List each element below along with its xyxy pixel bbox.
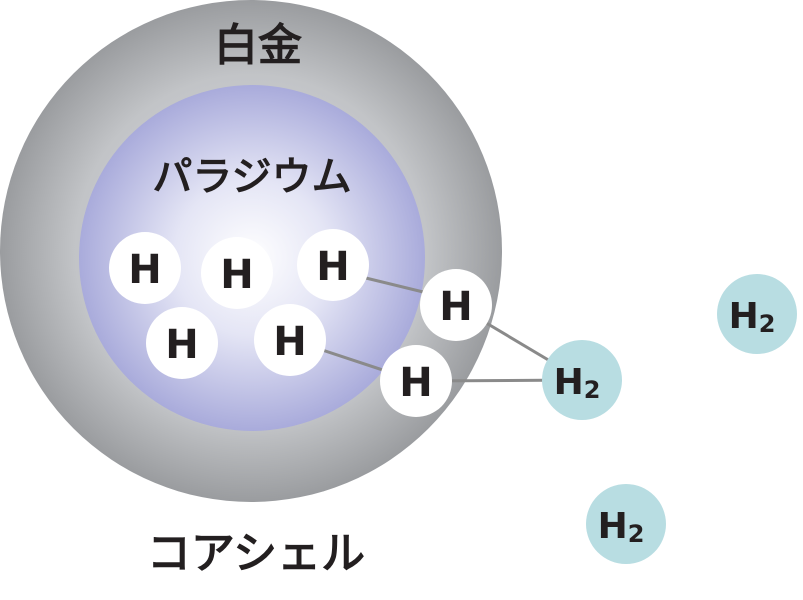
hydrogen-molecule: H2 xyxy=(717,274,797,354)
svg-text:H: H xyxy=(399,360,432,406)
hydrogen-atom: H xyxy=(146,307,218,379)
svg-text:H2: H2 xyxy=(598,506,645,548)
svg-text:H: H xyxy=(128,247,161,293)
svg-text:H: H xyxy=(165,322,198,368)
hydrogen-molecule: H2 xyxy=(586,484,666,564)
svg-text:H2: H2 xyxy=(554,362,601,404)
label-palladium: パラジウム xyxy=(152,154,351,200)
svg-text:H: H xyxy=(220,252,253,298)
hydrogen-atom: H xyxy=(297,229,369,301)
svg-text:H2: H2 xyxy=(729,296,776,338)
hydrogen-atom: H xyxy=(201,237,273,309)
hydrogen-atom: H xyxy=(420,269,492,341)
hydrogen-molecule: H2 xyxy=(542,340,622,420)
svg-text:H: H xyxy=(273,319,306,365)
hydrogen-atom: H xyxy=(380,345,452,417)
label-platinum: 白金 xyxy=(214,20,303,71)
svg-text:H: H xyxy=(439,284,472,330)
svg-text:H: H xyxy=(316,244,349,290)
hydrogen-atom: H xyxy=(254,304,326,376)
label-core-shell: コアシェル xyxy=(147,528,365,579)
hydrogen-atom: H xyxy=(109,232,181,304)
